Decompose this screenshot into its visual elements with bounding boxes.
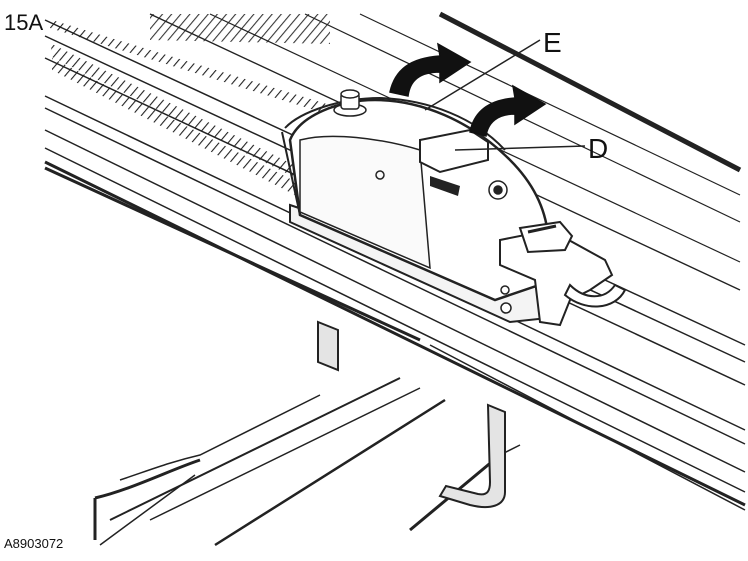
base-screw-icon: [500, 285, 510, 295]
reference-code: A8903072: [4, 536, 63, 551]
callout-d: D: [588, 133, 608, 164]
rail-support-bracket: [317, 320, 506, 509]
screw-hole-icon: [375, 170, 385, 180]
step-label: 15A: [4, 10, 43, 35]
rotation-arrow-e-icon: [389, 42, 472, 97]
top-bolt-icon: [333, 89, 367, 117]
base-screw-icon: [500, 302, 512, 314]
roof-panel: [44, 166, 746, 547]
rotation-arrow-d-icon: [469, 84, 547, 137]
clamp-assembly: [281, 89, 627, 327]
side-bolt-icon: [488, 180, 508, 200]
callout-e: E: [543, 27, 562, 58]
leader-lines: [424, 39, 586, 151]
